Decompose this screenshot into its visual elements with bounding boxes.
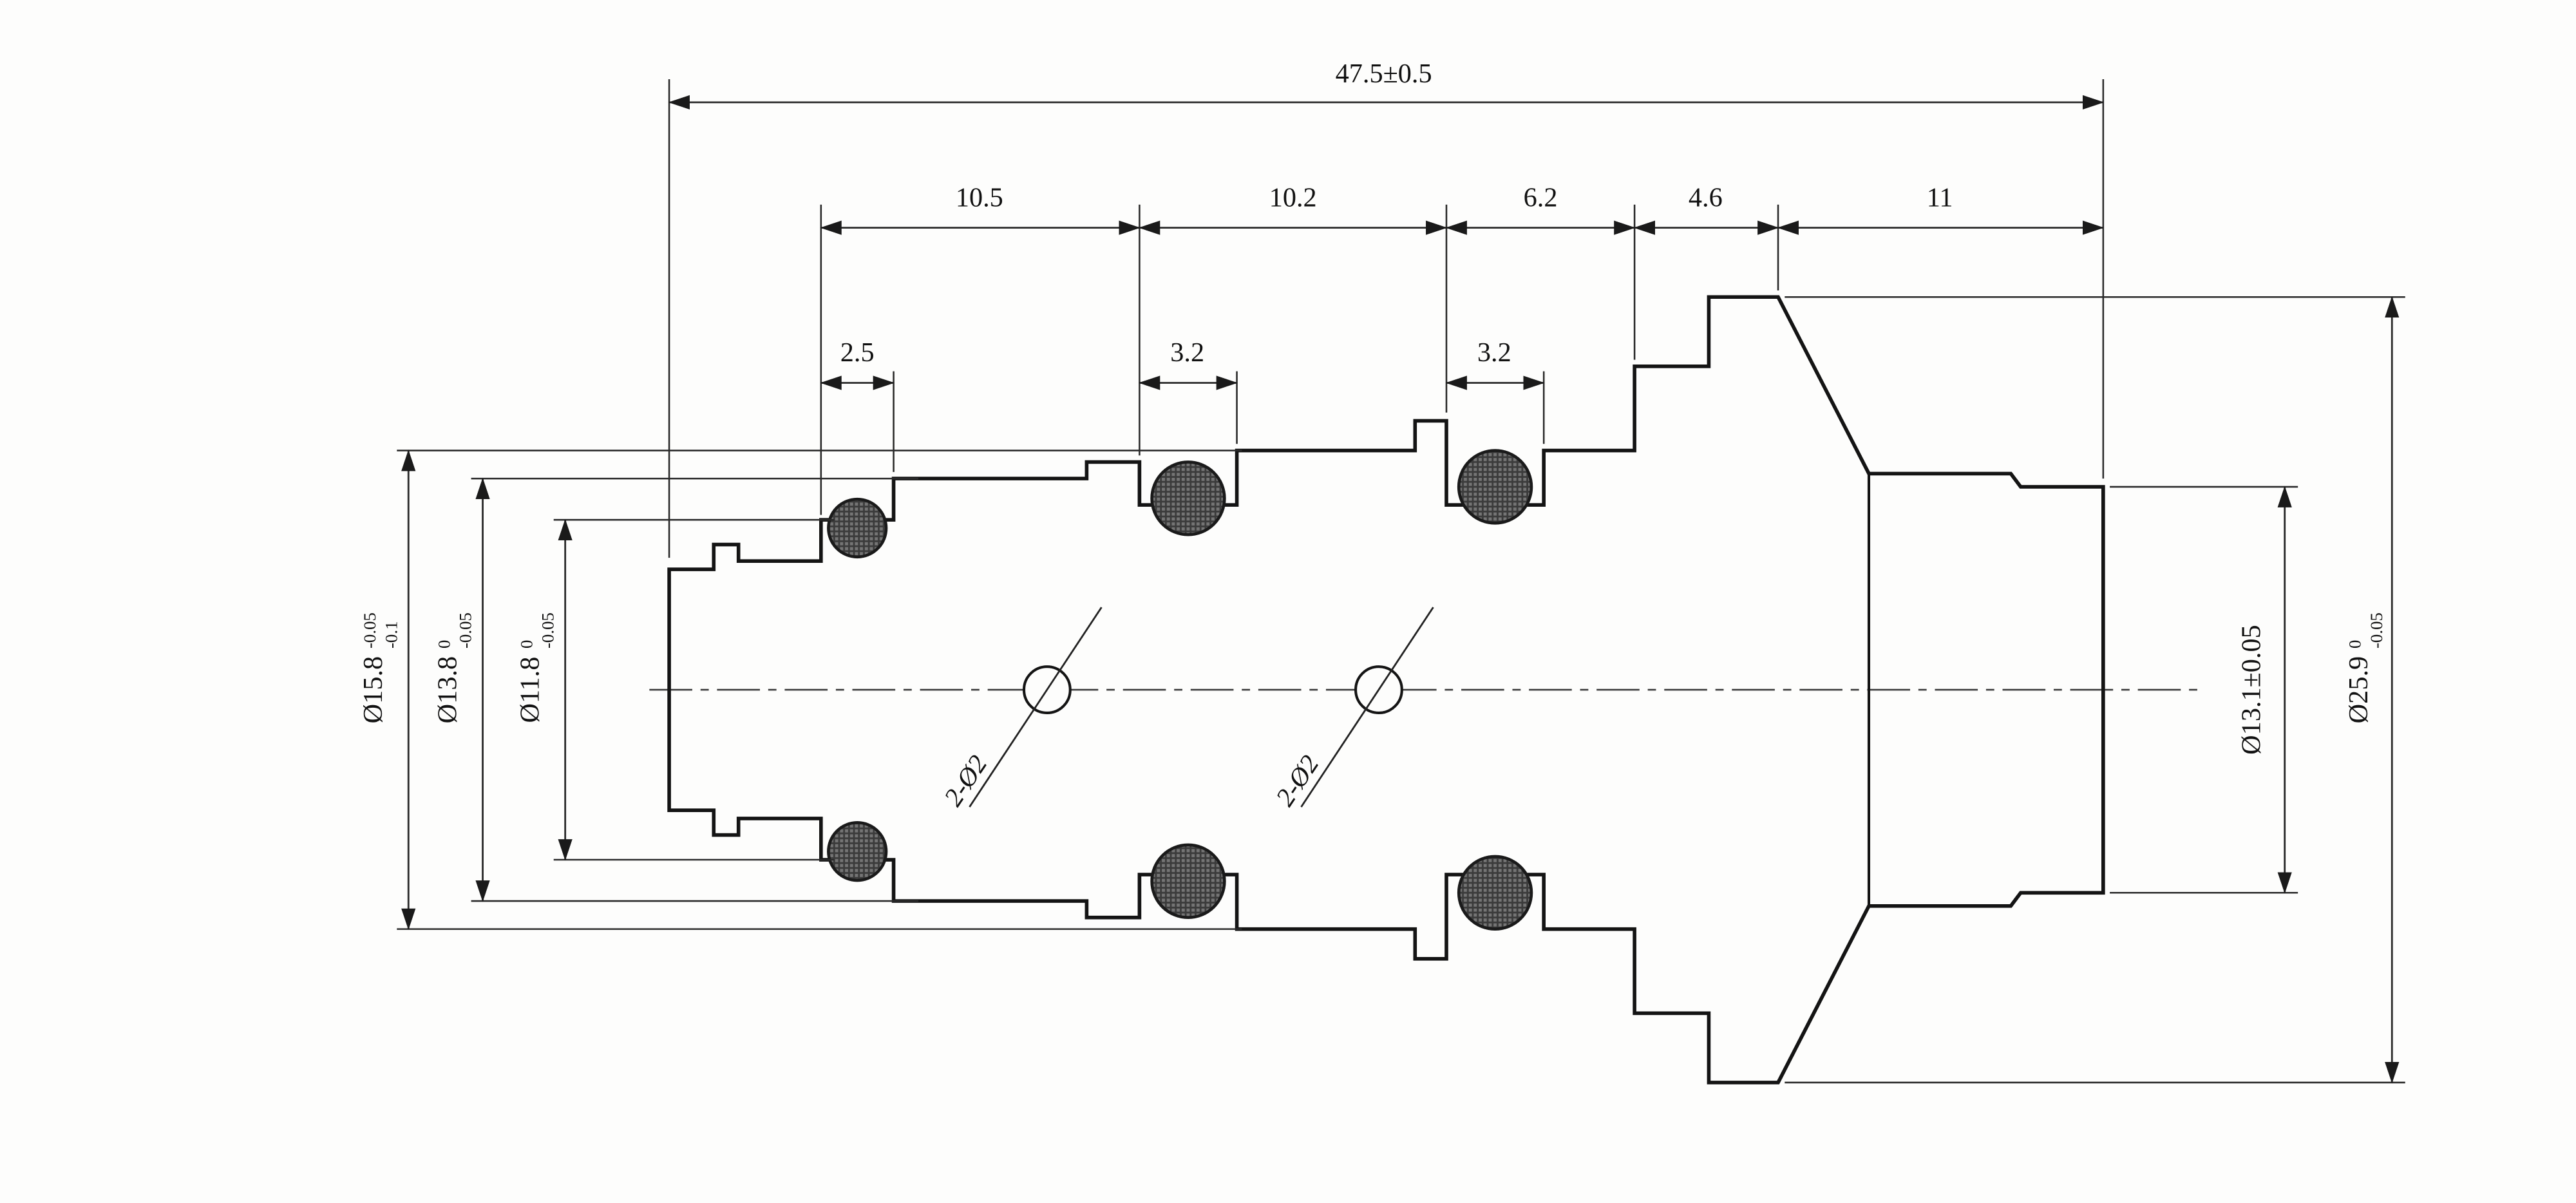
tol-upper: -0.05 bbox=[360, 612, 379, 649]
tol-upper: 0 bbox=[516, 640, 536, 649]
dia-label-13-1: Ø13.1±0.05 bbox=[2236, 625, 2266, 755]
o-ring-2-bottom bbox=[1150, 843, 1226, 920]
dimension-overall-length: 47.5±0.5 bbox=[668, 59, 2105, 558]
dim-label-11: 11 bbox=[1927, 182, 1953, 213]
o-ring-3-bottom bbox=[1457, 855, 1533, 931]
tol-upper: 0 bbox=[434, 640, 453, 649]
dia-label-25-9: Ø25.9 0 -0.05 bbox=[2344, 612, 2386, 723]
dimension-row-lengths: 10.5 10.2 6.2 4.6 11 bbox=[820, 182, 2105, 515]
tol-upper: 0 bbox=[2345, 640, 2365, 649]
dimension-dia-25-9: Ø25.9 0 -0.05 bbox=[1785, 296, 2405, 1084]
cross-hole-label: 2-Ø2 bbox=[938, 750, 992, 811]
dimension-dia-11-8: Ø11.8 0 -0.05 bbox=[515, 518, 835, 861]
leader-line bbox=[1300, 607, 1434, 808]
dimension-dia-15-8: Ø15.8 -0.05 -0.1 bbox=[358, 450, 1242, 931]
leader-line bbox=[969, 607, 1103, 808]
dia-value: Ø13.8 bbox=[433, 656, 463, 724]
cross-hole-label: 2-Ø2 bbox=[1269, 750, 1324, 811]
dim-label-groove-3-2a: 3.2 bbox=[1170, 337, 1204, 368]
dia-value: Ø13.1±0.05 bbox=[2236, 625, 2266, 755]
tol-lower: -0.05 bbox=[2367, 612, 2386, 649]
o-ring-1-bottom bbox=[827, 821, 888, 882]
dim-label-overall: 47.5±0.5 bbox=[1336, 59, 1432, 89]
cross-hole-2: 2-Ø2 bbox=[1269, 607, 1434, 811]
dia-label-15-8: Ø15.8 -0.05 -0.1 bbox=[358, 612, 401, 723]
dim-label-10-2: 10.2 bbox=[1269, 182, 1317, 213]
dimension-dia-13-8: Ø13.8 0 -0.05 bbox=[433, 477, 919, 902]
dim-label-groove-2-5: 2.5 bbox=[840, 337, 875, 368]
dia-value: Ø11.8 bbox=[515, 657, 545, 723]
cross-hole-1: 2-Ø2 bbox=[938, 607, 1103, 811]
dia-label-11-8: Ø11.8 0 -0.05 bbox=[515, 612, 558, 723]
o-rings bbox=[827, 449, 1533, 931]
dia-value: Ø25.9 bbox=[2344, 656, 2374, 724]
dim-label-10-5: 10.5 bbox=[956, 182, 1003, 213]
o-ring-1-top bbox=[827, 497, 888, 559]
dimension-row-grooves: 2.5 3.2 3.2 bbox=[820, 337, 1545, 472]
o-ring-2-top bbox=[1150, 460, 1226, 536]
o-ring-3-top bbox=[1457, 449, 1533, 525]
dimension-dia-13-1: Ø13.1±0.05 bbox=[2110, 486, 2298, 894]
dia-label-13-8: Ø13.8 0 -0.05 bbox=[433, 612, 475, 723]
tol-lower: -0.1 bbox=[381, 621, 401, 649]
dim-label-6-2: 6.2 bbox=[1524, 182, 1558, 213]
part-outline bbox=[667, 295, 2105, 1085]
part-view: 2-Ø2 2-Ø2 bbox=[649, 295, 2199, 1085]
tol-lower: -0.05 bbox=[456, 612, 475, 649]
dim-label-4-6: 4.6 bbox=[1689, 182, 1723, 213]
tol-lower: -0.05 bbox=[538, 612, 558, 649]
dim-label-groove-3-2b: 3.2 bbox=[1477, 337, 1511, 368]
dia-value: Ø15.8 bbox=[358, 656, 388, 724]
